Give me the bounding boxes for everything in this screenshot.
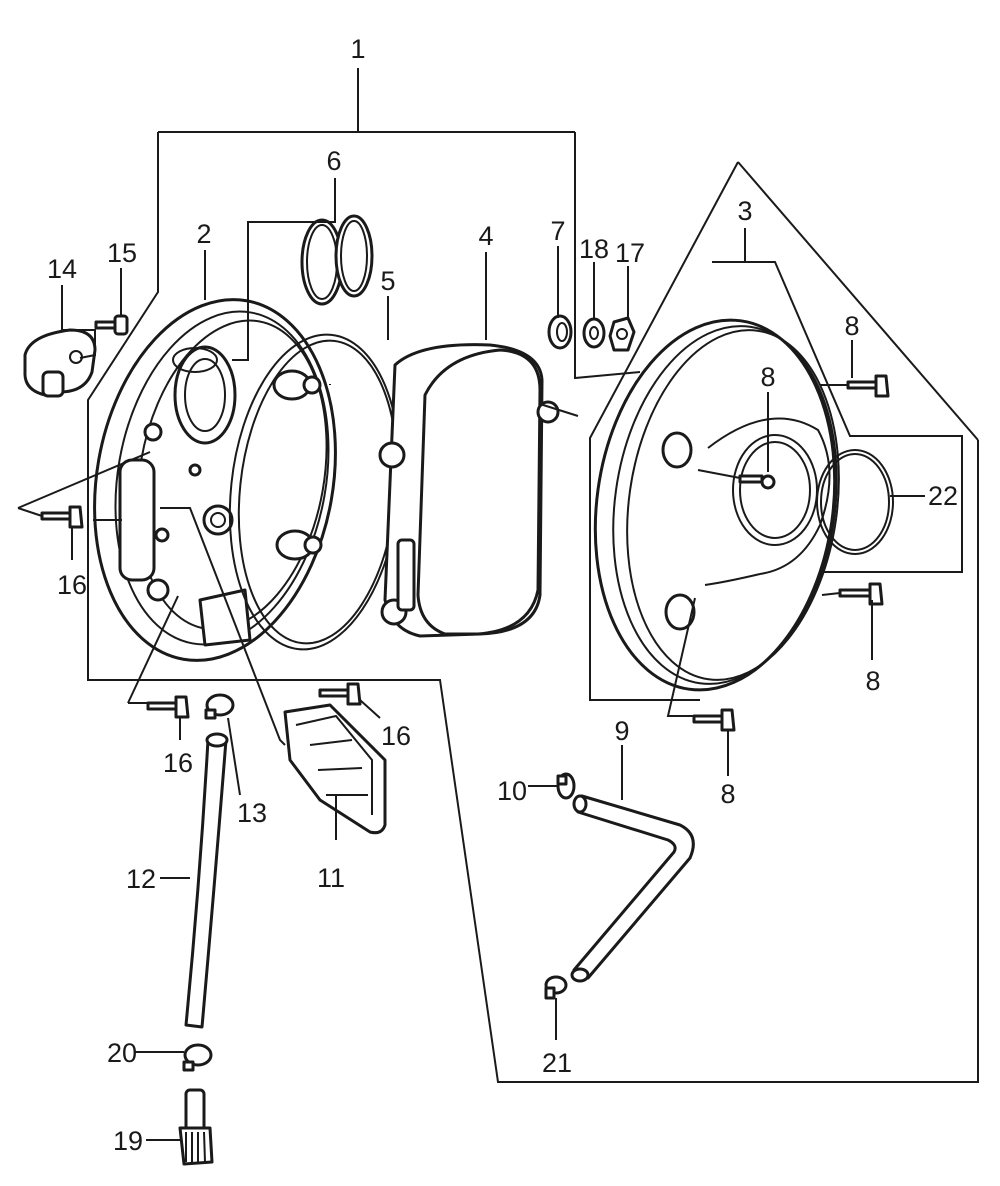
bolt-16-left [40,505,84,529]
hose-clamp-20 [182,1043,213,1072]
breather-hose [570,794,695,983]
callout-19: 19 [113,1126,143,1156]
callout-18: 18 [579,234,609,264]
washer-18 [582,317,606,349]
callout-17: 17 [615,238,645,268]
bolt-16-center [318,682,362,706]
air-cleaner-cover [593,318,840,692]
bolt-8-bottom [692,708,736,732]
callout-6: 6 [326,146,341,176]
callout-5: 5 [380,266,395,296]
drain-plug [178,1088,214,1166]
gasket-rings [300,214,374,306]
leader-lines [17,178,925,1141]
hose-clamp-10 [556,772,576,800]
callout-10: 10 [497,776,527,806]
hose-clamp-21 [544,975,568,1000]
callout-11: 11 [317,863,345,893]
callout-3: 3 [737,196,752,226]
callout-20: 20 [107,1038,137,1068]
callout-8-center: 8 [760,362,775,392]
callout-9: 9 [614,716,629,746]
nut-17 [608,316,636,352]
air-filter-element [378,343,560,638]
callout-15: 15 [107,238,137,268]
callout-22: 22 [928,481,958,511]
callout-1: 1 [350,34,365,64]
assembly-3-bracket [589,161,979,701]
callout-4: 4 [478,221,493,251]
bolt-8-upper-right [846,374,890,398]
callout-8-bottom: 8 [720,779,735,809]
o-ring [816,449,894,555]
assembly-1-bracket [87,68,979,1083]
drain-tube [184,732,229,1029]
grommet-7 [547,314,573,350]
callout-labels: 1 2 3 4 5 6 7 8 8 8 8 9 10 11 12 13 14 1… [47,34,958,1156]
hose-clamp-13 [204,693,235,720]
bolt-16-lower-left [146,695,190,719]
callout-8-upper-right: 8 [844,311,859,341]
callout-12: 12 [126,864,156,894]
air-cleaner-case [93,298,337,662]
callout-16-lower-left: 16 [163,748,193,778]
callout-7: 7 [550,216,565,246]
callout-14: 14 [47,254,77,284]
mounting-bracket [23,328,97,398]
callout-8-right: 8 [865,666,880,696]
callout-2: 2 [196,219,211,249]
bolt-8-right [838,582,884,606]
callout-16-left: 16 [57,570,87,600]
bolt-15 [94,314,129,336]
callout-21: 21 [542,1048,572,1078]
callout-13: 13 [237,798,267,828]
callout-16-center: 16 [381,721,411,751]
intake-duct [283,703,387,835]
bolt-8-center [738,474,764,484]
